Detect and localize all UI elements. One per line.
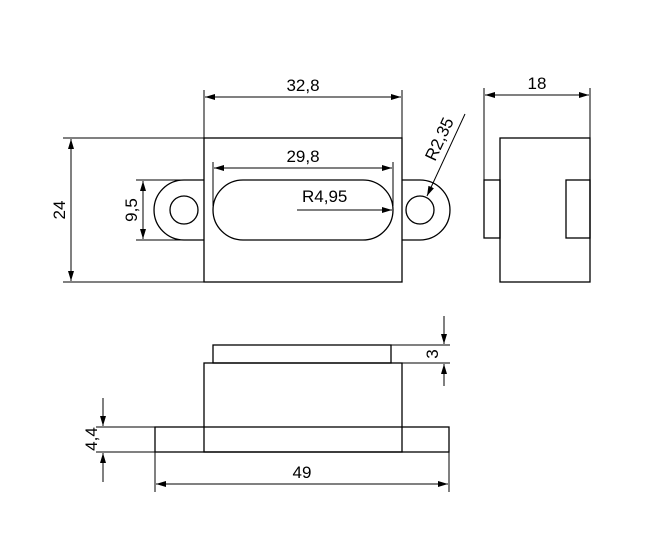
bottom-flange-outline (154, 426, 450, 453)
body-outline (203, 137, 403, 283)
dim-slot-radius: R4,95 (297, 187, 392, 213)
dim-top-width-label: 32,8 (286, 76, 319, 95)
front-view: 32,8 29,8 R4,95 R2,35 24 (50, 76, 466, 283)
left-ear-hole (169, 195, 199, 225)
dim-cap-height-label: 3 (423, 349, 442, 358)
side-inner-recess (565, 179, 591, 239)
dim-slot-length-label: 29,8 (286, 147, 319, 166)
dim-slot-length: 29,8 (212, 147, 394, 206)
bottom-body-outline (203, 362, 403, 453)
side-body-outline (499, 137, 591, 283)
dim-ear-radius: R2,35 (421, 113, 466, 197)
slot-outline (212, 179, 394, 241)
dim-top-width: 32,8 (203, 76, 403, 138)
right-ear-outline (402, 179, 451, 241)
dim-side-depth: 18 (483, 74, 591, 180)
side-left-tab (483, 179, 501, 239)
right-ear-hole (405, 195, 435, 225)
dim-ear-height-label: 9,5 (122, 198, 141, 222)
dim-cap-height: 3 (391, 316, 450, 386)
side-view: 18 (483, 74, 591, 283)
dim-flange-height-label: 4,4 (82, 427, 101, 451)
dim-height-label: 24 (50, 201, 69, 220)
left-ear-outline (153, 179, 204, 241)
dim-total-width-label: 49 (293, 463, 312, 482)
dim-ear-height: 9,5 (122, 179, 184, 241)
dim-ear-radius-label: R2,35 (421, 115, 457, 164)
dim-slot-radius-label: R4,95 (302, 187, 347, 206)
dim-total-width: 49 (154, 452, 450, 492)
dim-flange-height: 4,4 (82, 398, 155, 482)
dim-height: 24 (50, 137, 204, 283)
bottom-view: 3 4,4 49 (82, 316, 450, 492)
dim-side-depth-label: 18 (528, 74, 547, 93)
bottom-cap-outline (212, 344, 392, 364)
